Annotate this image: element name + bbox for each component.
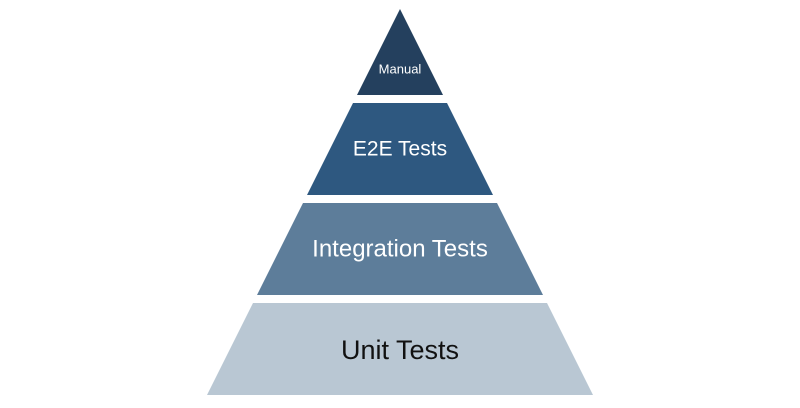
tier-manual-label: Manual <box>379 62 422 77</box>
tier-integration-tests-shape <box>257 203 543 295</box>
tier-integration-tests-label: Integration Tests <box>312 236 488 263</box>
tier-e2e-tests-shape <box>307 103 493 195</box>
tier-manual-shape <box>357 9 443 95</box>
tier-unit-tests-label: Unit Tests <box>341 335 459 365</box>
tier-e2e-tests-label: E2E Tests <box>353 138 447 161</box>
tier-unit-tests-shape <box>207 303 593 395</box>
